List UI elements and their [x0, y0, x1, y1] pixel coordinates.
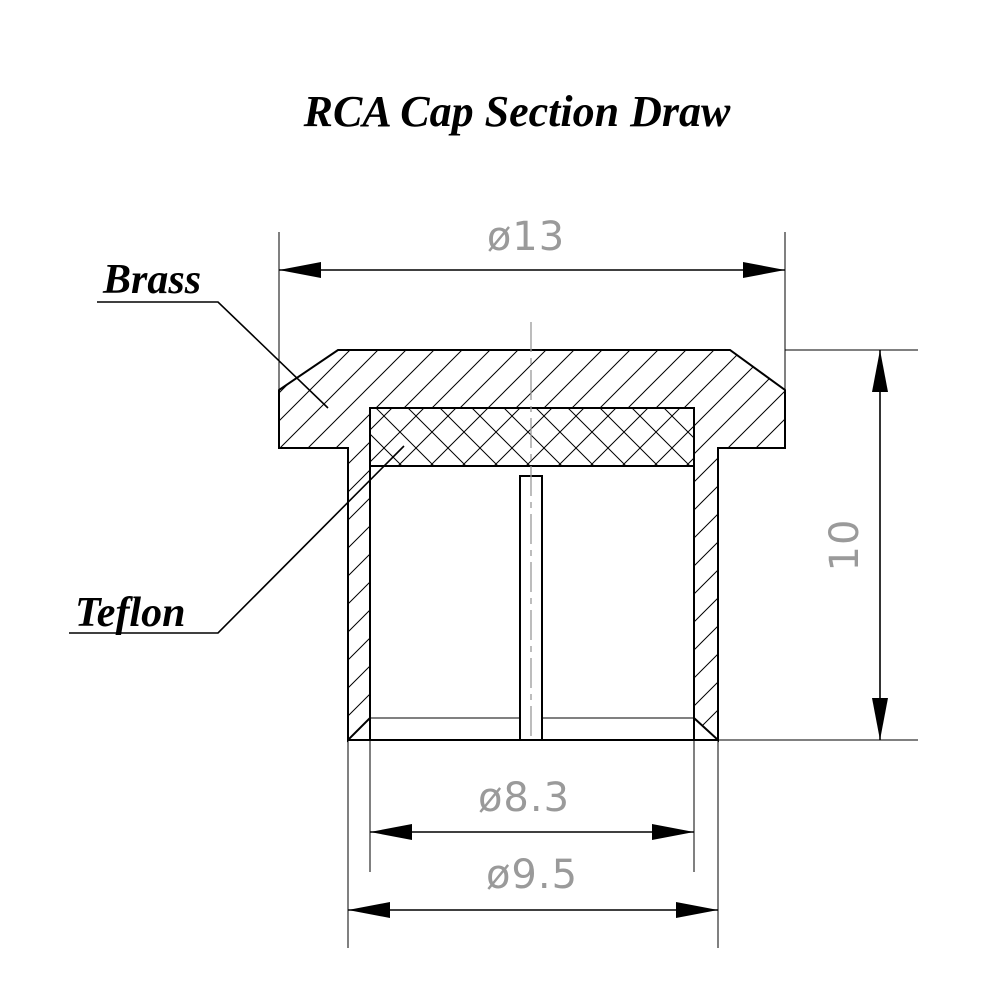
brass-leader-line [97, 301, 329, 409]
extension-lines [278, 232, 918, 948]
outer-diameter-label: ø13 [487, 214, 565, 260]
height-label: 10 [822, 519, 868, 572]
teflon-leader-line [69, 445, 405, 634]
inner-diameter-label: ø8.3 [478, 775, 570, 821]
drawing-title: RCA Cap Section Draw [303, 87, 731, 136]
brass-label: Brass [102, 257, 201, 303]
body-diameter-label: ø9.5 [486, 852, 578, 898]
teflon-insert [369, 407, 695, 467]
teflon-label: Teflon [75, 590, 185, 636]
bore-outline [369, 466, 695, 740]
